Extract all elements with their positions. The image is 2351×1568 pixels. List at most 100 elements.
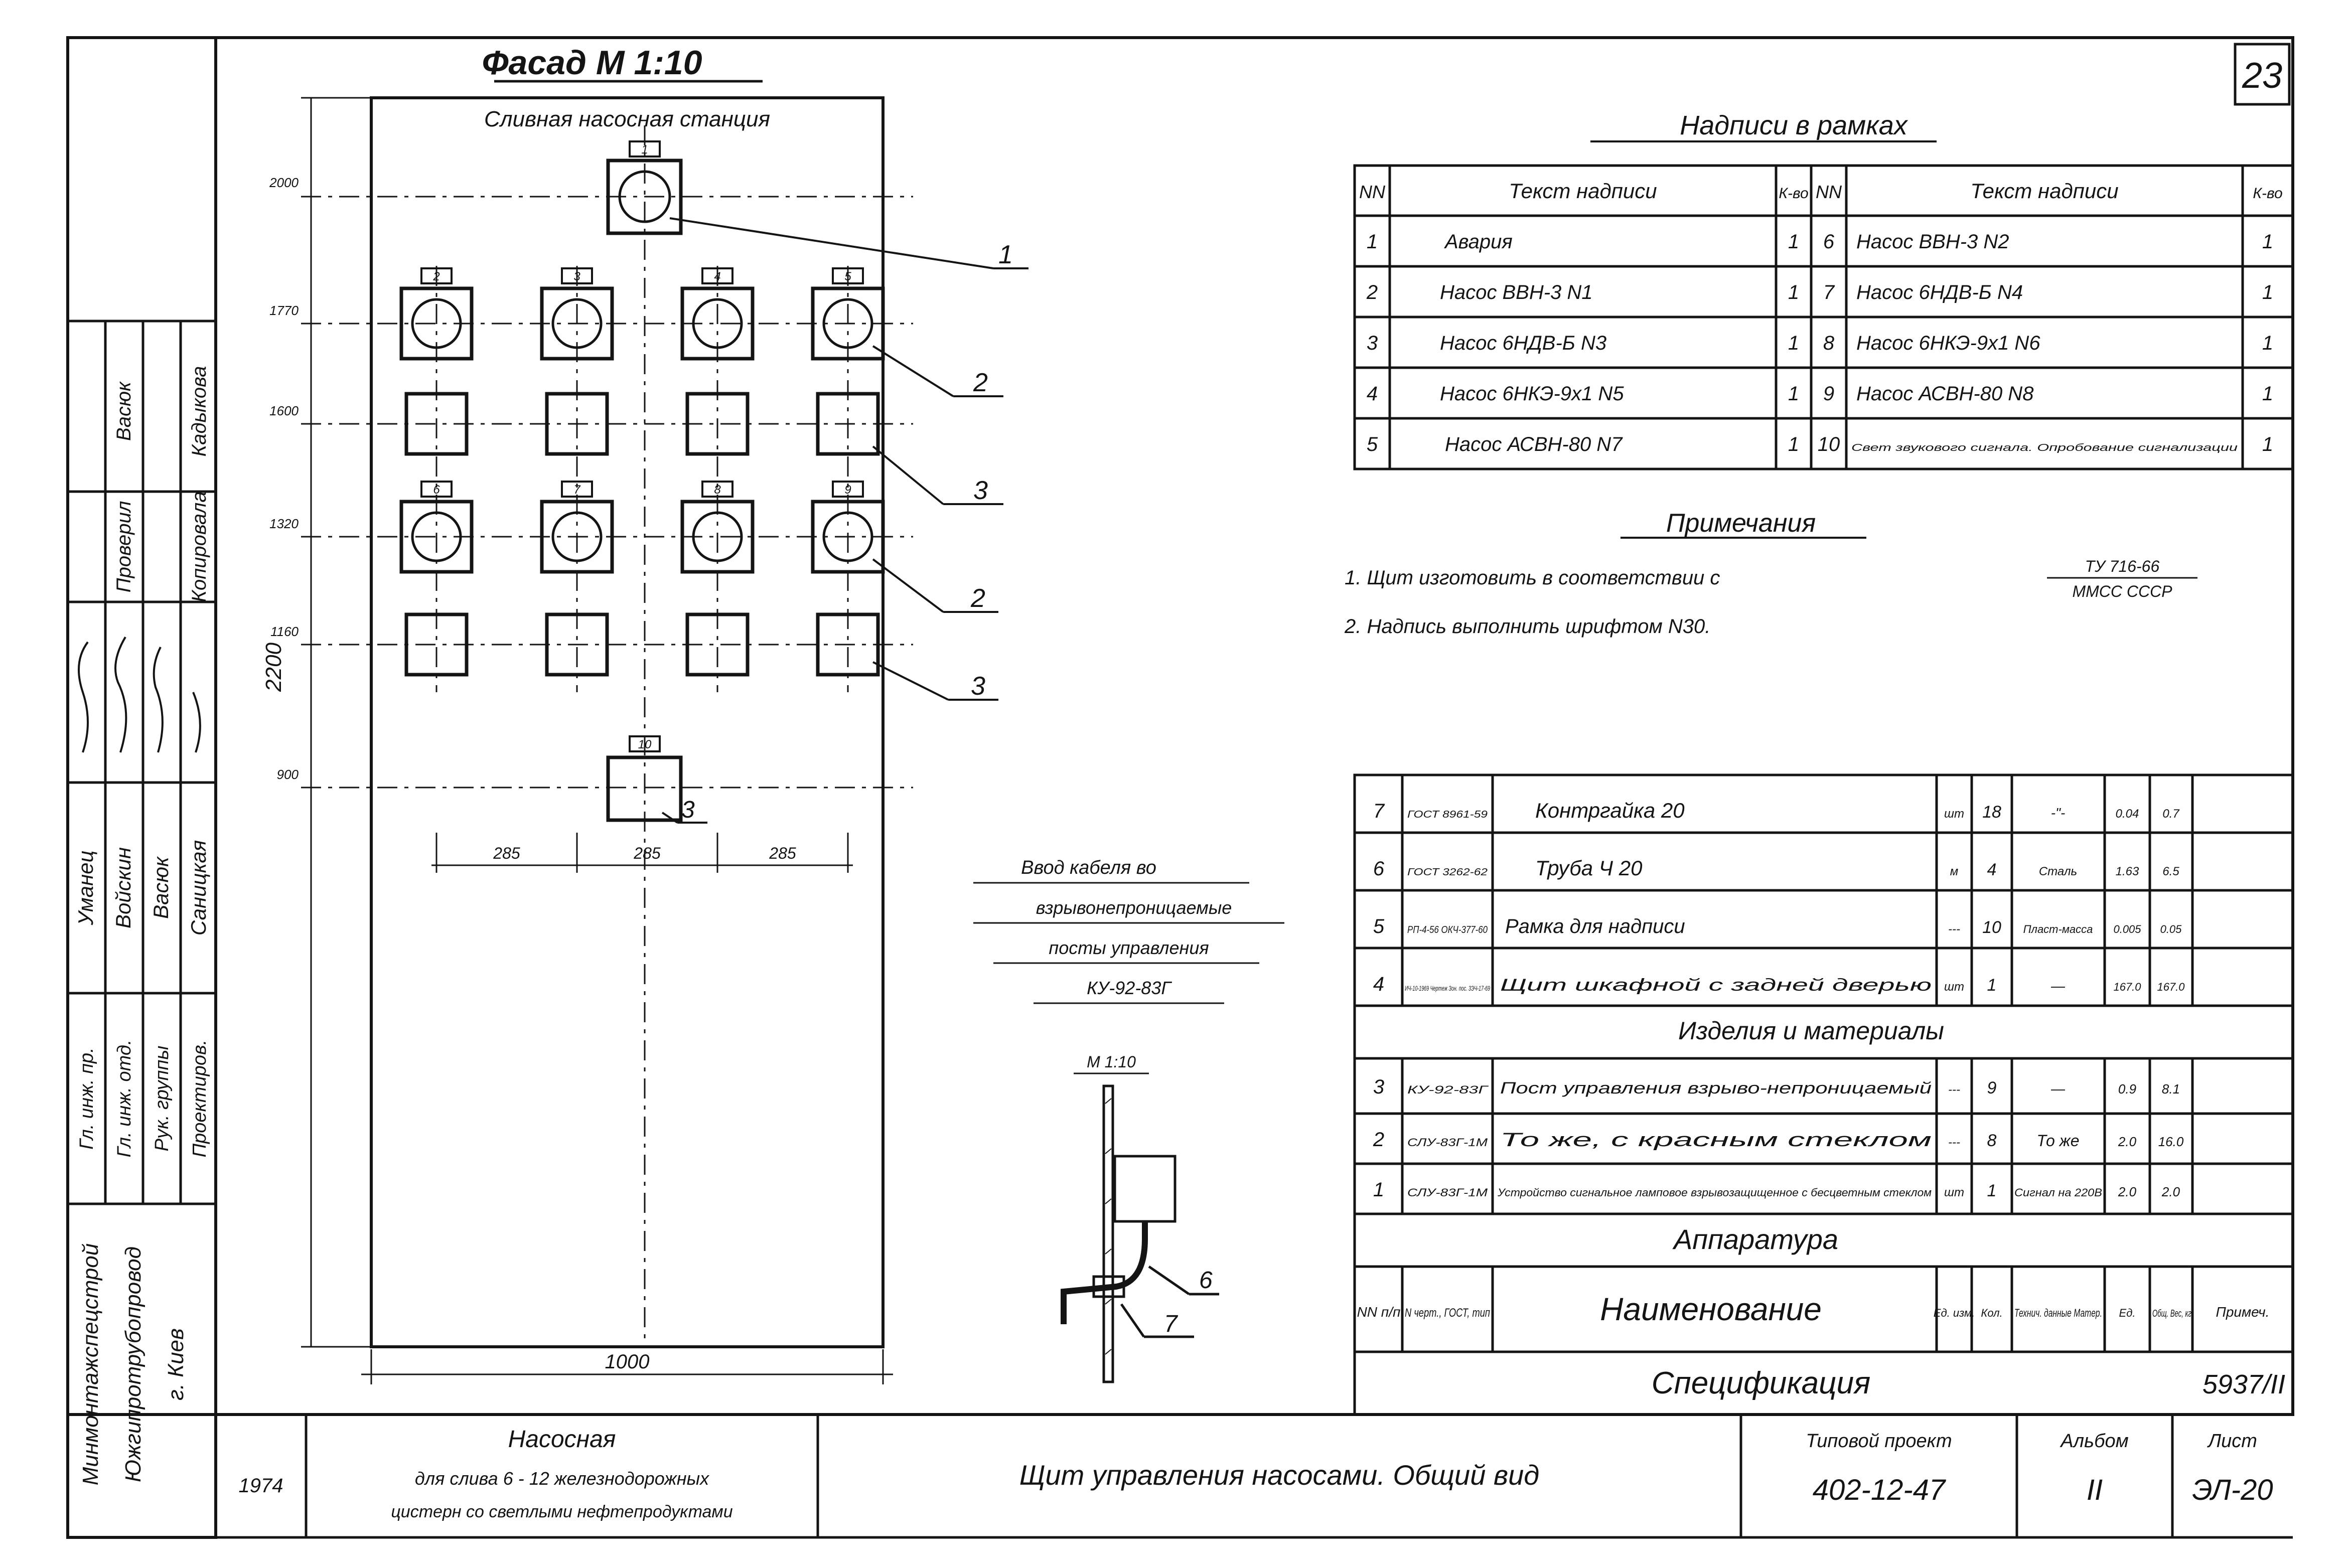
svg-text:СЛУ-83Г-1М: СЛУ-83Г-1М: [1407, 1186, 1488, 1199]
svg-text:6: 6: [1823, 231, 1835, 253]
spec-row: 3 КУ-92-83Г Пост управления взрыво-непро…: [1373, 1076, 2180, 1098]
svg-text:900: 900: [277, 767, 299, 782]
svg-text:1600: 1600: [269, 403, 299, 418]
svg-text:1: 1: [1788, 433, 1799, 455]
sheet-number: 23: [2242, 56, 2282, 96]
stamp-role2-1: Проверил: [113, 501, 135, 593]
title-object-3: цистерн со светлыми нефтепродуктами: [391, 1502, 732, 1521]
cable-entry-line-3: посты управления: [1049, 937, 1209, 958]
tag-6: 6: [433, 483, 440, 497]
detail-sketch: [1061, 1084, 1219, 1383]
svg-text:Авария: Авария: [1444, 231, 1513, 253]
cable-entry-line-4: КУ-92-83Г: [1087, 978, 1172, 998]
svg-text:Пласт-масса: Пласт-масса: [2023, 923, 2093, 935]
svg-text:18: 18: [1982, 803, 2001, 822]
svg-text:1: 1: [2262, 332, 2273, 354]
svg-text:8: 8: [1987, 1131, 1997, 1150]
svg-text:Сигнал на 220В: Сигнал на 220В: [2014, 1186, 2102, 1199]
svg-text:7: 7: [1823, 281, 1835, 303]
svg-text:1: 1: [1788, 383, 1799, 405]
svg-text:---: ---: [1948, 922, 1960, 936]
stamp-role-4: Проектиров.: [189, 1040, 210, 1158]
stamp-role2-2: Копировала: [188, 491, 210, 602]
svg-text:---: ---: [1948, 1136, 1960, 1149]
callout-3b: 3: [971, 672, 985, 701]
spec-materials-heading: Изделия и материалы: [1678, 1017, 1944, 1045]
svg-text:Насос АСВН-80 N7: Насос АСВН-80 N7: [1445, 433, 1623, 455]
cable-entry-line-1: Ввод кабеля во: [1021, 857, 1156, 878]
svg-text:1: 1: [1788, 231, 1799, 253]
svg-text:2.0: 2.0: [2118, 1134, 2137, 1149]
tag-5: 5: [844, 270, 851, 283]
stamp-name-2: Войскин: [111, 847, 135, 928]
stamp-name-4: Саницкая: [187, 840, 210, 935]
labels-table-row: 5 Насос АСВН-80 N7 1 10 Свет звукового с…: [1367, 433, 2273, 455]
spec-footer-title: Спецификация: [1652, 1366, 1870, 1400]
svg-text:Труба Ч 20: Труба Ч 20: [1535, 856, 1643, 880]
centerlines: [301, 125, 913, 1344]
svg-text:Насос 6НКЭ-9х1 N5: Насос 6НКЭ-9х1 N5: [1440, 383, 1624, 405]
stamp-name2-2: Кадыкова: [188, 366, 210, 457]
svg-text:м: м: [1950, 865, 1958, 878]
svg-text:2: 2: [1373, 1129, 1384, 1151]
svg-text:1: 1: [1788, 281, 1799, 303]
labels-table-header: NN Текст надписи К-во NN Текст надписи К…: [1359, 179, 2283, 203]
side-stamp: Минмонтажспецстрой Южгипротрубопровод г.…: [68, 320, 216, 1486]
stamp-role-2: Гл. инж. отд.: [114, 1040, 135, 1158]
button-row-2: [404, 612, 880, 677]
stamp-role-1: Гл. инж. пр.: [76, 1047, 97, 1149]
cable-entry-detail: Ввод кабеля во взрывонепроницаемые посты…: [973, 857, 1284, 1383]
labels-table: Надписи в рамках NN Текст надписи К-во N…: [1353, 110, 2294, 471]
spec-row: 4 ИЧ-10-1969 Чертеж Зон. пос. 3ЭЧ-17-69 …: [1373, 973, 2185, 995]
labels-table-row: 3 Насос 6НДВ-Б N3 1 8 Насос 6НКЭ-9х1 N6 …: [1367, 332, 2273, 354]
svg-text:NN: NN: [1816, 182, 1842, 202]
svg-text:Примеч.: Примеч.: [2216, 1304, 2270, 1320]
svg-text:Рамка для надписи: Рамка для надписи: [1505, 915, 1685, 937]
svg-text:2: 2: [1366, 281, 1378, 303]
svg-text:0.7: 0.7: [2162, 807, 2180, 821]
svg-text:167.0: 167.0: [2113, 981, 2141, 993]
svg-text:шт: шт: [1944, 1186, 1964, 1199]
svg-text:То же, с красным стеклом: То же, с красным стеклом: [1500, 1130, 1932, 1151]
stamp-name-1: Уманец: [74, 850, 97, 925]
svg-text:16.0: 16.0: [2158, 1134, 2184, 1149]
svg-text:Насос 6НКЭ-9х1 N6: Насос 6НКЭ-9х1 N6: [1856, 332, 2040, 354]
height-dimension: [301, 97, 371, 1348]
callout-2b: 2: [970, 584, 985, 613]
svg-text:1: 1: [1987, 976, 1997, 995]
svg-text:1: 1: [2262, 231, 2273, 253]
callout-6: 6: [1199, 1267, 1213, 1294]
svg-text:1.63: 1.63: [2116, 865, 2139, 878]
svg-text:1160: 1160: [270, 624, 299, 639]
tag-2: 2: [432, 270, 439, 283]
svg-text:0.04: 0.04: [2116, 807, 2139, 821]
tag-10: 10: [638, 738, 652, 751]
svg-text:Насос АСВН-80 N8: Насос АСВН-80 N8: [1856, 383, 2034, 405]
svg-text:Кол.: Кол.: [1981, 1307, 2002, 1319]
spec-apparatus-heading: Аппаратура: [1672, 1223, 1838, 1255]
svg-text:0.9: 0.9: [2118, 1081, 2136, 1096]
svg-text:---: ---: [1948, 1083, 1960, 1096]
callout-1: 1: [998, 240, 1013, 269]
svg-text:Щит шкафной с задней дверью: Щит шкафной с задней дверью: [1500, 976, 1932, 995]
svg-text:Общ. Вес, кг: Общ. Вес, кг: [2152, 1308, 2191, 1319]
stamp-name-3: Васюк: [149, 856, 173, 919]
spec-row: 5 РП-4-56 ОКЧ-377-60 Рамка для надписи -…: [1373, 915, 2182, 937]
org-line-1: Минмонтажспецстрой: [78, 1243, 103, 1486]
svg-text:NN: NN: [1359, 182, 1386, 202]
panel-outline: [370, 96, 885, 1348]
detail-scale: М 1:10: [1087, 1053, 1136, 1071]
svg-text:1: 1: [1987, 1181, 1997, 1200]
signal-lamp-1: [606, 140, 683, 235]
tag-9: 9: [844, 483, 851, 497]
album-label: Альбом: [2060, 1431, 2128, 1452]
title-block-grid: [68, 1415, 2293, 1539]
svg-text:шт: шт: [1944, 980, 1964, 994]
svg-text:1: 1: [2262, 281, 2273, 303]
svg-text:0.005: 0.005: [2113, 923, 2141, 935]
svg-text:1: 1: [1788, 332, 1799, 354]
svg-text:7: 7: [1373, 800, 1385, 822]
svg-text:Технич. данные Матер.: Технич. данные Матер.: [2014, 1307, 2102, 1319]
svg-text:2000: 2000: [269, 175, 299, 190]
